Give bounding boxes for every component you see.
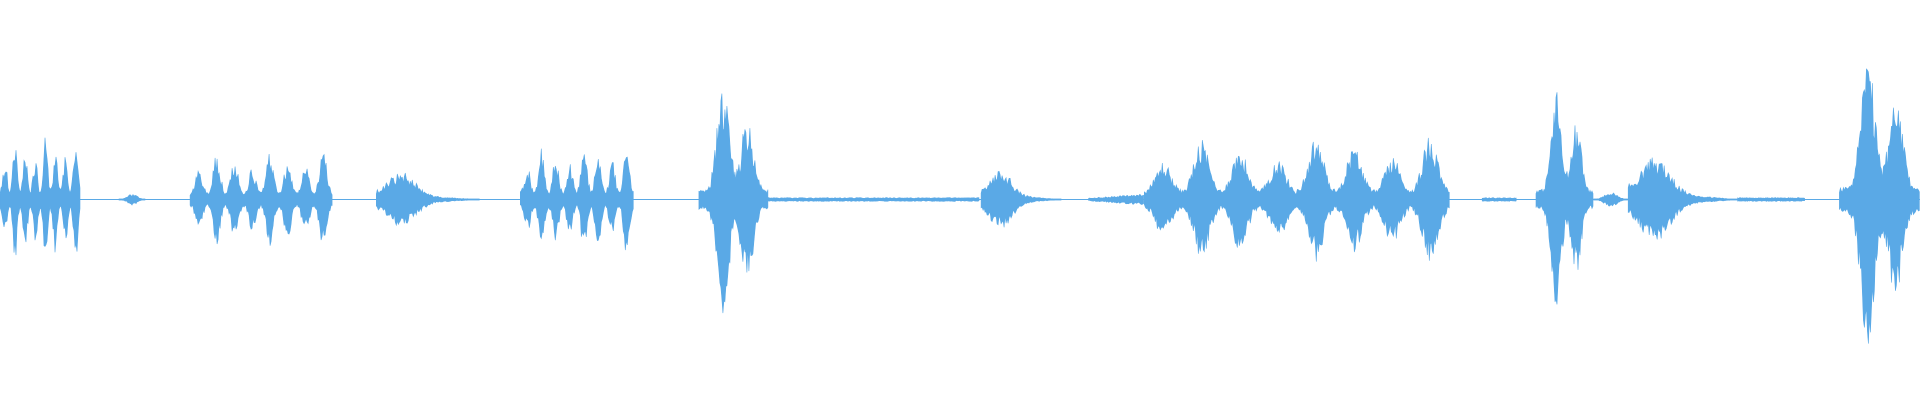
waveform-segment [1088, 194, 1144, 205]
waveform-segment [1535, 92, 1594, 305]
waveform-segment [0, 137, 81, 256]
waveform-segment [1839, 68, 1920, 344]
waveform-segment [1481, 197, 1517, 202]
waveform-segment [376, 172, 480, 227]
waveform-segment [698, 93, 769, 314]
waveform-segment [520, 148, 634, 251]
waveform-segment [1627, 157, 1738, 240]
waveform-segment [767, 197, 980, 202]
waveform-segment [1737, 197, 1805, 202]
waveform-segment [189, 153, 333, 246]
waveform-segment [1144, 137, 1450, 262]
waveform-samples [0, 68, 1920, 344]
waveform-segment [1593, 192, 1628, 207]
waveform-segment [118, 194, 146, 206]
waveform-segment [980, 171, 1062, 228]
